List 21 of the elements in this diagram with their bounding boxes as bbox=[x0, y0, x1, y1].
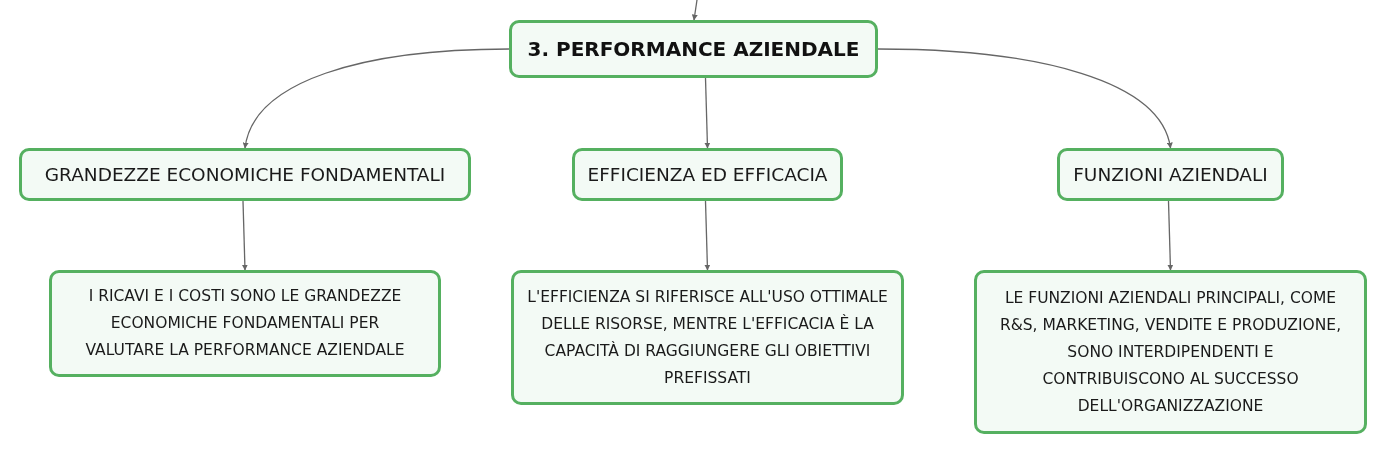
connector-arrow bbox=[691, 0, 698, 21]
description-box bbox=[511, 270, 904, 405]
connector-arrow bbox=[1167, 200, 1174, 271]
description-text: I RICAVI E I COSTI SONO LE GRANDEZZE ECONOMICHE FONDAMENTALI PER VALUTARE LA PERFORMANCE AZIENDALE bbox=[84, 286, 406, 361]
subtopic-label: GRANDEZZE ECONOMICHE FONDAMENTALI bbox=[44, 164, 446, 185]
description-text: LE FUNZIONI AZIENDALI PRINCIPALI, COME R&S, MARKETING, VENDITE E PRODUZIONE, SONO INTERDIPENDENTI E CONTRIBUISCONO AL SUCCESSO DELL'ORGANIZZAZIONE bbox=[998, 287, 1343, 417]
connector-arrow bbox=[704, 77, 711, 149]
description-box bbox=[49, 270, 441, 377]
description-text: L'EFFICIENZA SI RIFERISCE ALL'USO OTTIMALE DELLE RISORSE, MENTRE L'EFFICACIA È LA CAPACITÀ DI RAGGIUNGERE GLI OBIETTIVI PREFISSATI bbox=[526, 286, 889, 389]
connector-arrow bbox=[243, 48, 510, 149]
connector-arrow bbox=[704, 200, 711, 271]
subtopic-box bbox=[572, 148, 843, 201]
main-topic-box bbox=[509, 20, 878, 78]
subtopic-label: FUNZIONI AZIENDALI bbox=[1073, 164, 1268, 185]
connector-arrow bbox=[241, 200, 248, 271]
subtopic-box bbox=[1057, 148, 1284, 201]
main-topic-title: 3. PERFORMANCE AZIENDALE bbox=[527, 37, 860, 61]
connector-arrow bbox=[877, 48, 1172, 149]
subtopic-label: EFFICIENZA ED EFFICACIA bbox=[587, 164, 828, 185]
description-box bbox=[974, 270, 1367, 434]
subtopic-box bbox=[19, 148, 471, 201]
